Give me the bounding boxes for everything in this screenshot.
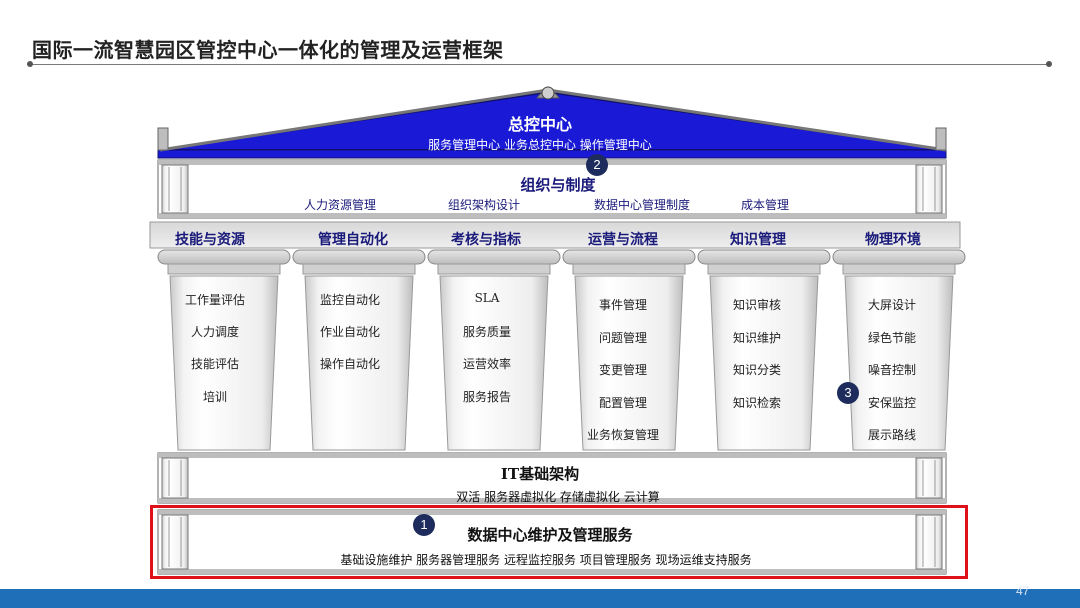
pillar-item: 知识检索 (691, 394, 823, 411)
page-number: 47 (1016, 584, 1029, 598)
pillar-item: 知识审核 (691, 296, 823, 313)
pillar-title-knowledge: 知识管理 (692, 229, 824, 249)
pillar-item: 绿色节能 (826, 329, 958, 346)
columns (158, 250, 965, 450)
pillar-item: 问题管理 (557, 329, 689, 346)
pillar-item: 大屏设计 (826, 296, 958, 313)
step-badge-3: 3 (837, 382, 859, 404)
pillar-title-automation: 管理自动化 (287, 229, 419, 249)
organization-title: 组织与制度 (0, 174, 1080, 195)
organization-item: 组织架构设计 (448, 196, 520, 213)
it-infrastructure-title: IT基础架构 (0, 463, 1080, 484)
pillar-title-metrics: 考核与指标 (420, 229, 552, 249)
it-infrastructure-subtitle: 双活 服务器虚拟化 存储虚拟化 云计算 (0, 488, 1080, 505)
pillar-item: 知识分类 (691, 361, 823, 378)
pillar-item: 操作自动化 (284, 355, 416, 372)
step-badge-2: 2 (586, 154, 608, 176)
pillar-title-skills: 技能与资源 (144, 229, 276, 249)
pillar-item: 培训 (149, 388, 281, 405)
organization-item: 人力资源管理 (304, 196, 376, 213)
step-badge-1: 1 (413, 514, 435, 536)
pillar-item: 服务报告 (421, 388, 553, 405)
organization-item: 数据中心管理制度 (594, 196, 690, 213)
highlight-box (150, 505, 968, 579)
pillar-item: 运营效率 (421, 355, 553, 372)
pillar-item: SLA (421, 291, 553, 305)
pillar-item: 噪音控制 (826, 361, 958, 378)
pillar-item: 技能评估 (149, 355, 281, 372)
organization-item: 成本管理 (741, 196, 789, 213)
pillar-item: 监控自动化 (284, 291, 416, 308)
pillar-item: 作业自动化 (284, 323, 416, 340)
pillar-item: 变更管理 (557, 361, 689, 378)
control-center-title: 总控中心 (0, 111, 1080, 135)
pillar-item: 人力调度 (149, 323, 281, 340)
pillar-item: 业务恢复管理 (557, 426, 689, 443)
pillar-item: 展示路线 (826, 426, 958, 443)
control-center-subtitle: 服务管理中心 业务总控中心 操作管理中心 (0, 136, 1080, 153)
footer-bar (0, 589, 1080, 608)
pillar-title-environment: 物理环境 (827, 229, 959, 249)
pillar-item: 知识维护 (691, 329, 823, 346)
pillar-item: 服务质量 (421, 323, 553, 340)
pillar-item: 事件管理 (557, 296, 689, 313)
pillar-title-operations: 运营与流程 (557, 229, 689, 249)
pillar-item: 工作量评估 (149, 291, 281, 308)
pillar-item: 配置管理 (557, 394, 689, 411)
